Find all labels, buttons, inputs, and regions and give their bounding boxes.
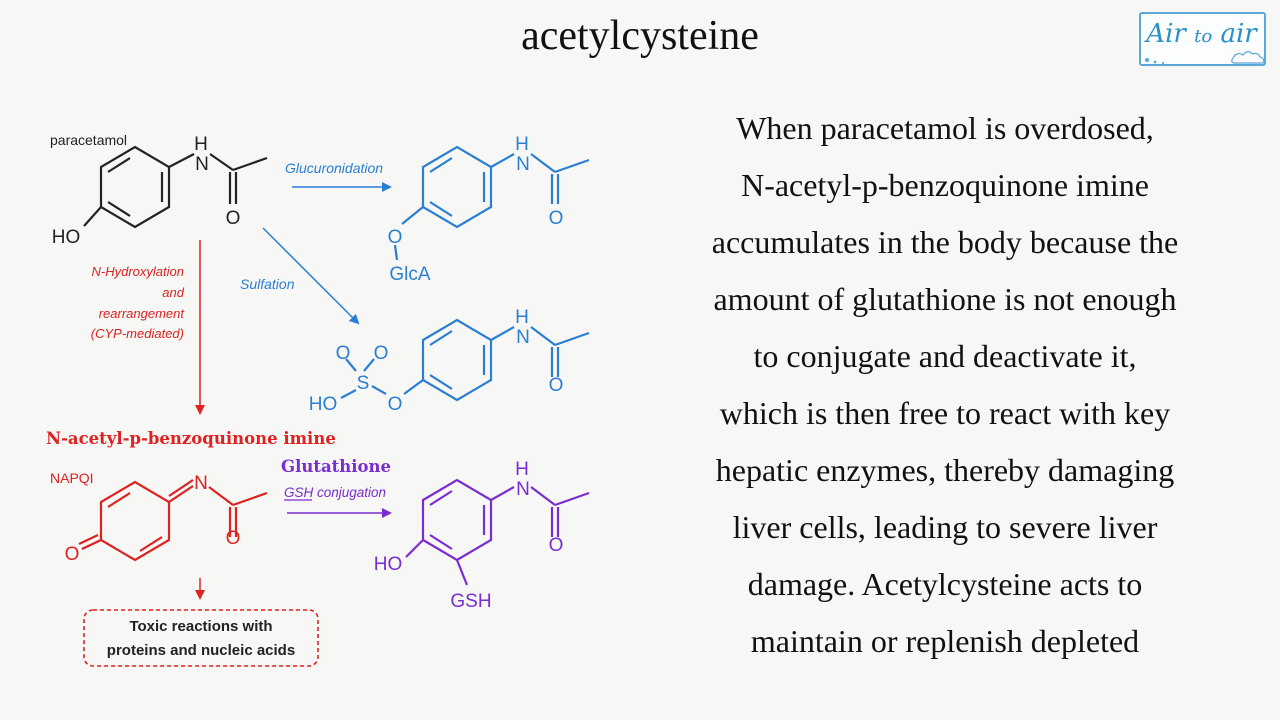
gsh-conjugate-group-gsh: GSH [450,591,491,612]
paragraph-line-1: When paracetamol is overdosed, [736,110,1154,146]
paracetamol-atom-o: O [226,208,241,229]
logo-frame [1139,12,1266,66]
page-title: acetylcysteine [521,13,759,59]
sulfate-ester-o: O [388,394,403,415]
paragraph-line-9: damage. Acetylcysteine acts to [747,566,1143,602]
napqi-full-name: N-acetyl-p-benzoquinone imine [46,429,336,448]
toxic-reactions-line2: proteins and nucleic acids [107,642,295,659]
gsh-conjugate-molecule [405,478,590,586]
sulfation-label: Sulfation [240,276,295,292]
sulfate-oxo-o-left: O [336,343,351,364]
paracetamol-atom-n: N [195,154,209,175]
sulfate-atom-n: N [516,327,530,348]
paracetamol-atom-h: H [194,134,208,155]
sulfate-group-ho: HO [309,394,338,415]
paracetamol-label: paracetamol [50,132,127,148]
sulfate-atom-s: S [357,373,370,394]
toxic-reactions-line1: Toxic reactions with [129,618,272,635]
paracetamol-molecule [83,145,268,229]
paragraph-line-10: maintain or replenish depleted [750,623,1140,659]
gsh-conjugate-atom-n: N [516,479,530,500]
glucuronide-atom-o: O [549,208,564,229]
napqi-abbreviation: NAPQI [50,470,94,486]
hydroxylation-label-line1: N-Hydroxylation [92,264,184,279]
gsh-conjugate-atom-o: O [549,535,564,556]
glucuronidation-label: Glucuronidation [285,160,383,176]
napqi-atom-o-quinone: O [65,544,80,565]
hydroxylation-label-line3: rearrangement [99,306,186,321]
logo-word-air-2: air [1220,19,1257,49]
paragraph-line-2: N-acetyl-p-benzoquinone imine [741,167,1149,203]
hydroxylation-label-line2: and [162,285,184,300]
glucuronide-atom-n: N [516,154,530,175]
logo-word-air: Air [1146,19,1186,49]
glucuronide-molecule [393,145,590,261]
logo-wordmark: Air to air [1133,19,1270,49]
gsh-conjugate-group-ho: HO [374,554,403,575]
paragraph-line-7: hepatic enzymes, thereby damaging [715,452,1175,488]
paragraph-line-8: liver cells, leading to severe liver [732,509,1158,545]
sulfate-atom-h: H [515,307,529,328]
sulfate-molecule [340,318,590,402]
gsh-conjugation-label: GSH conjugation [284,485,386,500]
napqi-molecule [78,479,268,562]
glucuronide-group-glca: GlcA [389,264,431,285]
toxic-reactions-box [83,609,319,667]
sulfate-atom-o: O [549,375,564,396]
glucuronide-ether-o: O [388,227,403,248]
glucuronide-atom-h: H [515,134,529,155]
glutathione-label: Glutathione [281,457,391,476]
paragraph-line-5: to conjugate and deactivate it, [753,338,1137,374]
paragraph-line-4: amount of glutathione is not enough [713,281,1177,317]
hydroxylation-label-line4: (CYP-mediated) [91,326,184,341]
sulfation-arrow [262,227,360,325]
paracetamol-metabolism-diagram: H N O HO paracetamol Glucuronidation H N… [46,132,590,667]
paragraph-line-3: accumulates in the body because the [711,224,1179,260]
paracetamol-group-ho: HO [52,227,81,248]
channel-logo: Air to air [1133,8,1270,68]
gsh-conjugate-atom-h: H [515,459,529,480]
explanation-paragraph: When paracetamol is overdosed, N-acetyl-… [670,100,1220,670]
paragraph-line-6: which is then free to react with key [719,395,1171,431]
napqi-atom-o-amide: O [226,528,241,549]
logo-cloud-icon [1145,51,1265,65]
napqi-atom-n: N [194,473,208,494]
sulfate-oxo-o-right: O [374,343,389,364]
logo-word-to: to [1194,26,1213,47]
